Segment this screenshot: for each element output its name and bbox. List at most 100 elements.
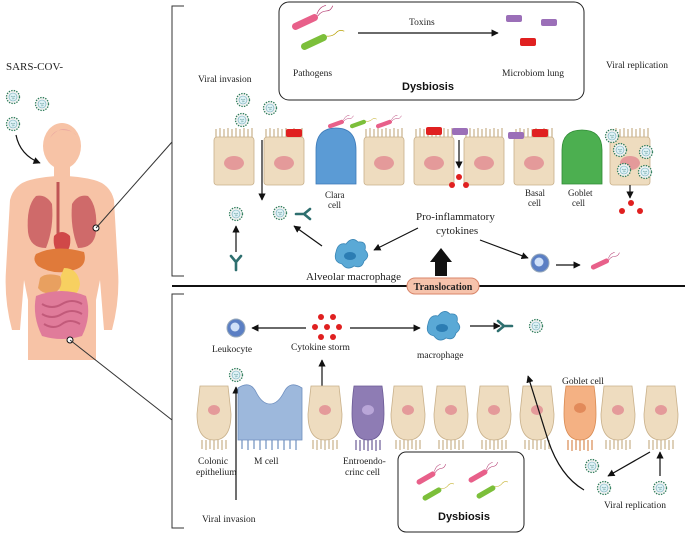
dysbiosis-bottom-label: Dysbiosis [438, 511, 490, 523]
toxin-red [286, 129, 302, 137]
infection-arrow [15, 134, 41, 164]
cytokine-dot [463, 182, 469, 188]
viral-invasion-top-label: Viral invasion [198, 75, 252, 85]
cytokine-dot [330, 314, 336, 320]
viral-replication-top-label: Viral replication [606, 61, 668, 71]
goblet-cell-top-label-2: cell [572, 198, 585, 208]
antibody-icon [229, 254, 243, 272]
toxin-red [532, 129, 548, 137]
translocation-label: Translocation [414, 282, 473, 293]
virus-icon [235, 92, 251, 108]
clara-cell-label-2: cell [328, 200, 341, 210]
microbiom-lung-label: Microbiom lung [502, 69, 564, 79]
bacteria-icon [588, 250, 622, 271]
cytokines-label: cytokines [436, 225, 478, 237]
cytokine-dot [324, 324, 330, 330]
virus-icon [228, 206, 244, 222]
virus-icon [262, 100, 278, 116]
gut-connector [69, 339, 173, 421]
macrophage-icon [334, 238, 369, 269]
virus-icon [637, 164, 653, 180]
antibody-icon [294, 207, 312, 221]
dysbiosis-top-label: Dysbiosis [402, 81, 454, 93]
enteroendocrine-cell [351, 385, 385, 451]
dysbiosis-box-top [278, 1, 585, 101]
entero-label-2: crinc cell [345, 468, 380, 478]
toxin-red [520, 38, 536, 46]
reinfection-arrow [526, 375, 585, 491]
goblet-cell-top [561, 129, 603, 185]
colonic-epithelial-cell [433, 385, 469, 451]
virus-icon [638, 144, 654, 160]
cytokine-dot [628, 200, 634, 206]
macrophage-label: macrophage [417, 351, 463, 361]
colonic-epithelial-cell [600, 385, 636, 451]
cytokine-dot [330, 334, 336, 340]
activation-arrow [373, 227, 419, 251]
cytokine-dot [619, 208, 625, 214]
entero-label-1: Entroendo- [343, 457, 386, 467]
viral-replication-bottom-label: Viral replication [604, 501, 666, 511]
lung-connector [95, 141, 173, 229]
epithelial-cell [413, 127, 455, 186]
virus-icon [234, 112, 250, 128]
epithelial-cell [213, 127, 255, 186]
translocation-arrow [430, 248, 452, 276]
epithelial-cell [363, 127, 405, 186]
colonic-epithelium [196, 384, 679, 451]
bacteria-icon [374, 113, 403, 130]
cytokine-dot [312, 324, 318, 330]
colonic-epithelial-cell [196, 385, 232, 451]
basal-cell-label-2: cell [528, 198, 541, 208]
macrophage-icon [426, 310, 461, 341]
replication-release-arrow [607, 451, 651, 477]
cytokine-storm-label: Cytokine storm [291, 343, 350, 353]
clara-cell [315, 127, 357, 185]
viral-invasion-bottom-label: Viral invasion [202, 515, 256, 525]
toxins-label: Toxins [409, 18, 435, 28]
virus-icon [604, 128, 620, 144]
epithelial-cell [463, 127, 505, 186]
pro-inflammatory-label: Pro-inflammatory [416, 211, 495, 223]
toxin-purple [541, 19, 557, 26]
toxin-red [426, 127, 442, 135]
colonic-label-1: Colonic [198, 457, 228, 467]
virus-icon [272, 205, 288, 221]
cytokine-dot [637, 208, 643, 214]
toxin-purple [506, 15, 522, 22]
cytokine-dot [449, 182, 455, 188]
lung-epithelium [213, 127, 654, 186]
colonic-epithelial-cell [390, 385, 426, 451]
colonic-epithelial-cell [643, 385, 679, 451]
toxin-purple [452, 128, 468, 135]
leukocyte-label: Leukocyte [212, 345, 252, 355]
virus-icon [228, 367, 244, 383]
colonic-epithelial-cell [519, 385, 555, 451]
goblet-cell-bottom-label: Goblet cell [562, 377, 604, 387]
colonic-label-2: epithelium [196, 468, 237, 478]
translocation-badge [406, 277, 480, 295]
recruitment-arrow [479, 239, 529, 260]
clara-cell-label-1: Clara [325, 190, 345, 200]
pathogens-label: Pathogens [293, 69, 332, 79]
virus-icon [616, 162, 632, 178]
lung-bracket [171, 5, 184, 277]
leukocyte-icon [530, 253, 550, 273]
cytokine-dot [456, 174, 462, 180]
virus-icon [5, 116, 21, 132]
virus-icon [5, 89, 21, 105]
phagocytosis-arrow [293, 225, 323, 247]
sars-cov-label: SARS-COV- [6, 61, 63, 73]
m-cell-label: M cell [254, 457, 279, 467]
virus-icon [652, 480, 668, 496]
virus-icon [596, 480, 612, 496]
colonic-epithelial-cell [307, 385, 343, 451]
bacteria-icon [349, 115, 377, 130]
toxin-purple [508, 132, 524, 139]
antibody-icon [496, 319, 514, 333]
gut-bracket [171, 293, 184, 529]
cytokine-dot [318, 314, 324, 320]
alveolar-macrophage-label: Alveolar macrophage [306, 271, 401, 283]
colonic-epithelial-cell [476, 385, 512, 451]
